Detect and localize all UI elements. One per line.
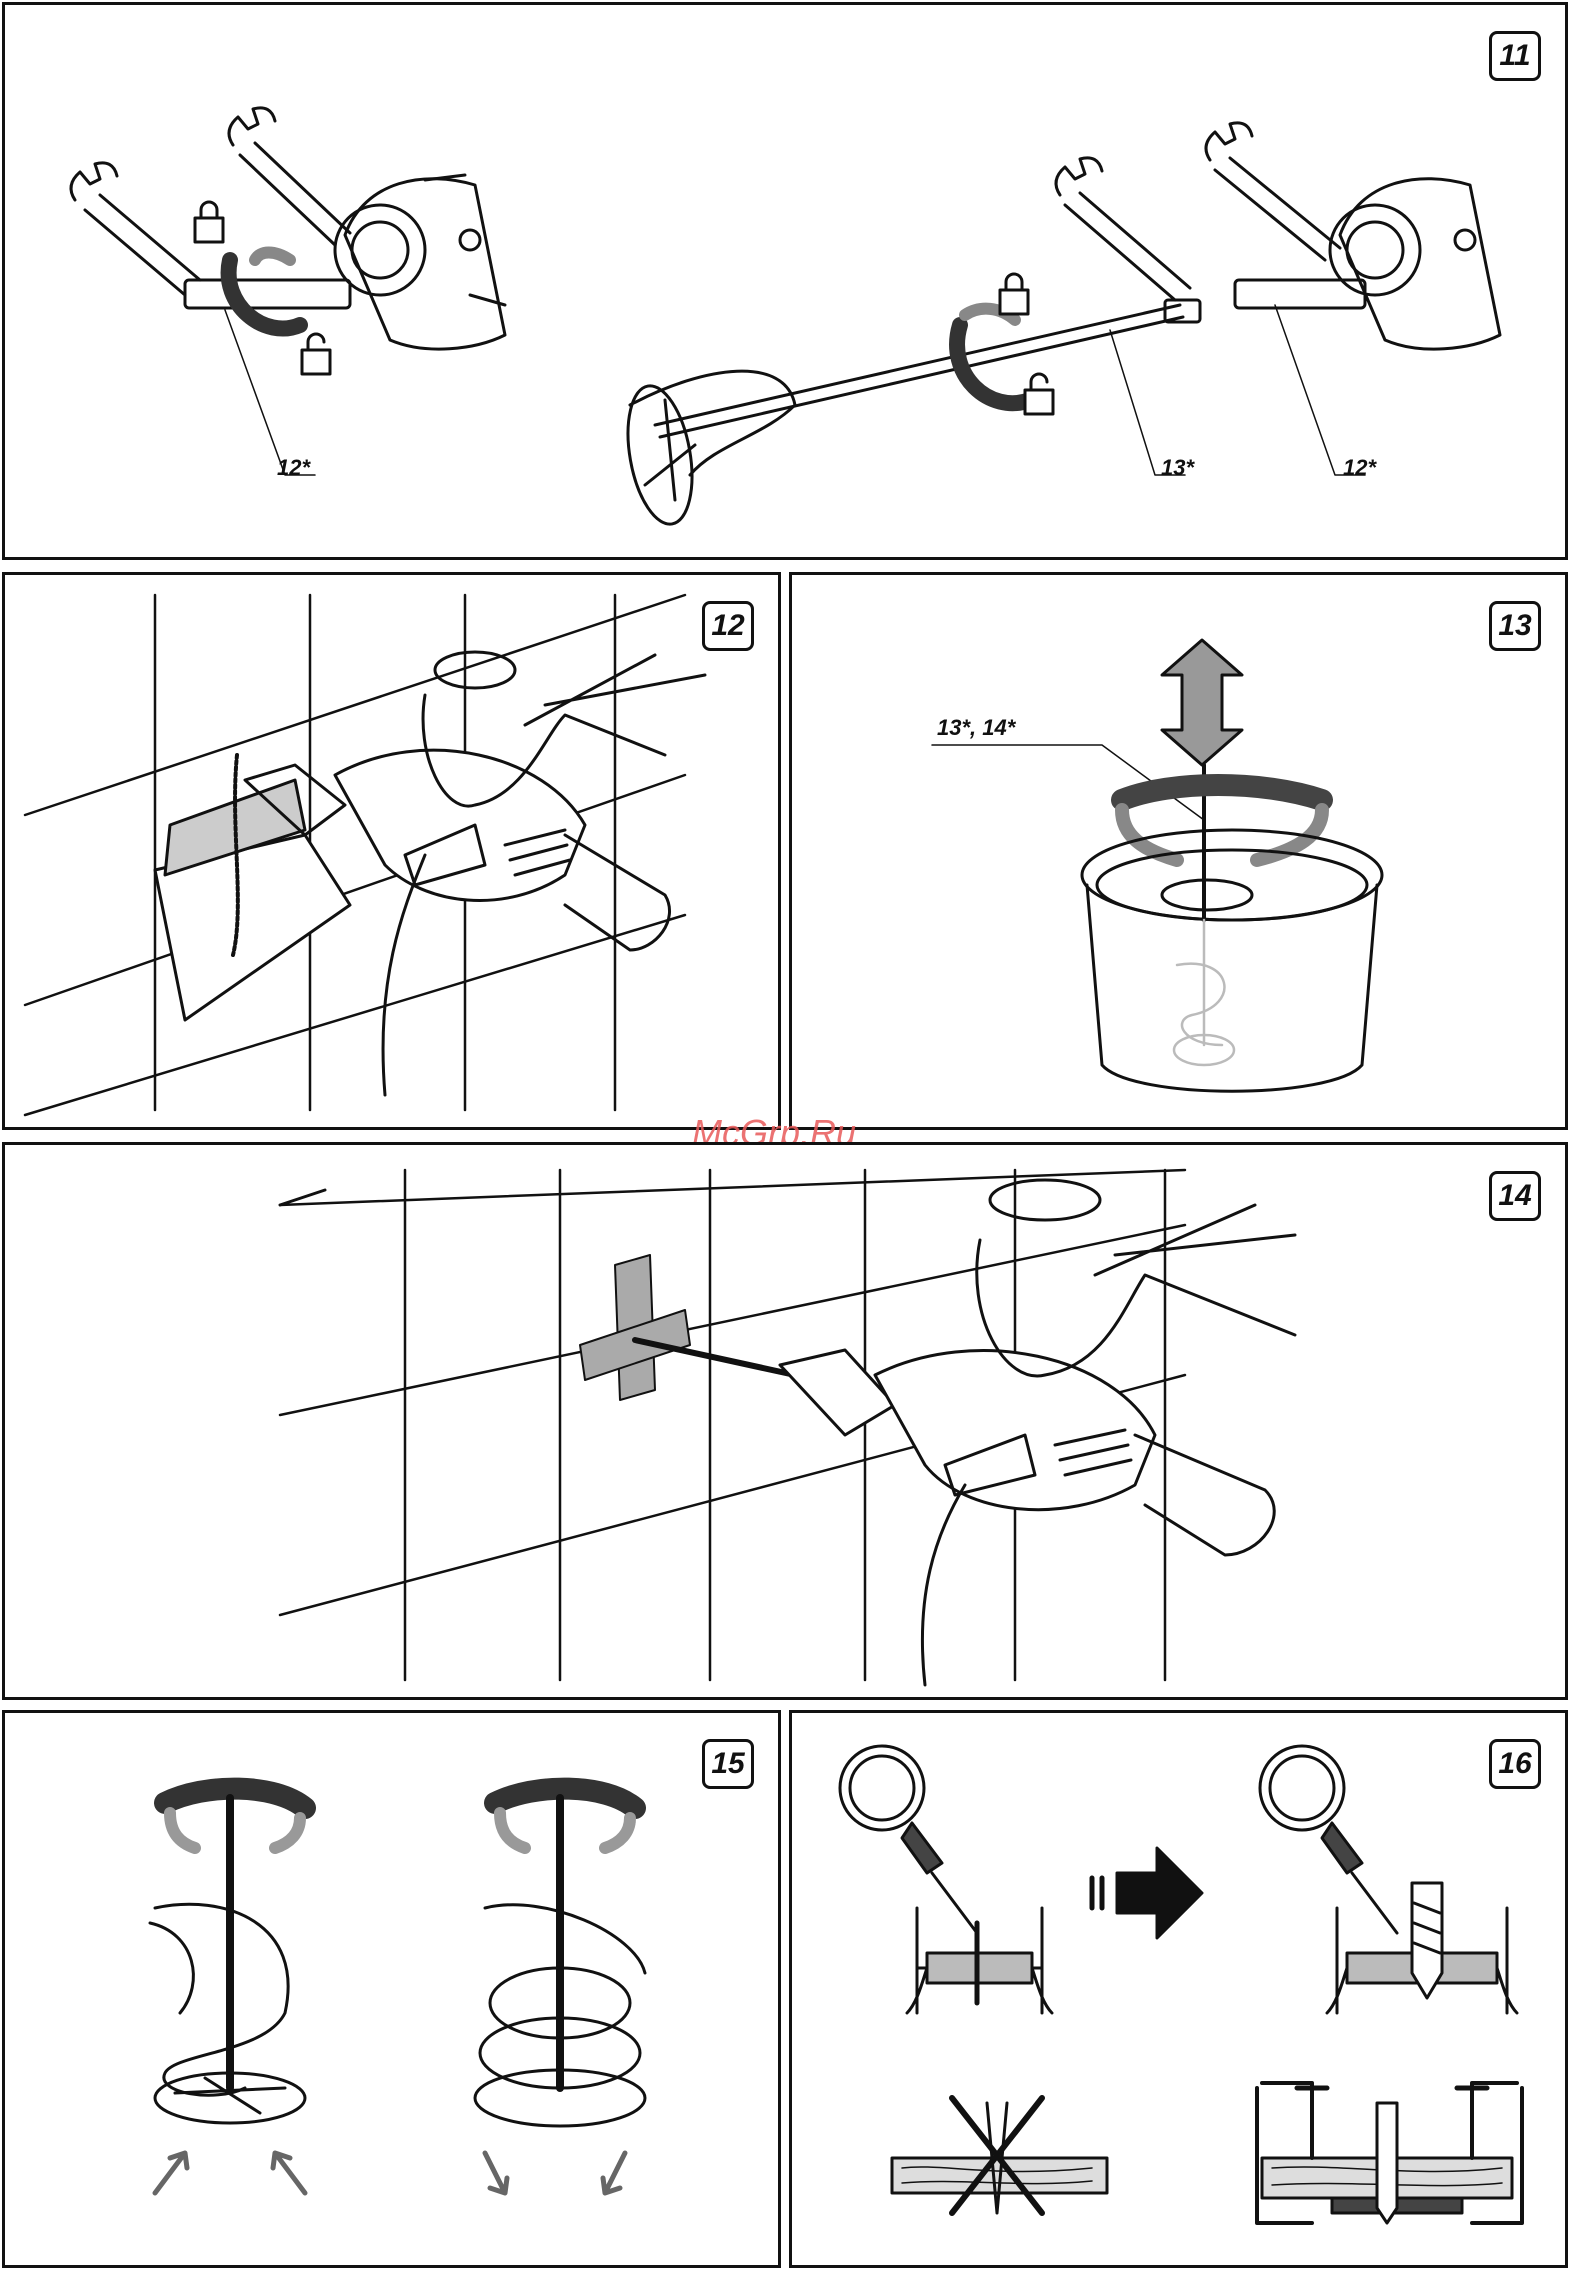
figure-12-illustration <box>5 575 784 1133</box>
wood-without-clamp-wrong <box>892 2098 1107 2213</box>
figure-11-illustration <box>5 5 1570 563</box>
figure-16-panel: 16 <box>789 1710 1568 2268</box>
figure-14-panel: 14 <box>2 1142 1568 1700</box>
figure-15-illustration <box>5 1713 784 2271</box>
bucket <box>1082 830 1382 1091</box>
label-12-left: 12* <box>277 455 310 481</box>
unlock-icon-left <box>302 334 330 374</box>
center-punch-right <box>1260 1746 1397 1933</box>
drill-body-right <box>1330 179 1500 349</box>
label-13-14: 13*, 14* <box>937 715 1015 741</box>
drill-body-left <box>335 175 505 349</box>
hand-glove <box>977 1180 1295 1376</box>
figure-11-panel: 11 <box>2 2 1568 560</box>
arrow-down-left <box>485 2153 507 2193</box>
figure-13-illustration <box>792 575 1570 1133</box>
drill-bit-right <box>1412 1883 1442 1998</box>
masking-tape-cross <box>580 1255 690 1400</box>
figure-14-illustration <box>5 1145 1570 1703</box>
arrow-down-right <box>603 2153 625 2193</box>
cross-mark-icon <box>952 2098 1042 2213</box>
label-12-right: 12* <box>1343 455 1376 481</box>
mixer-paddle-right <box>475 1789 645 2126</box>
drill-body <box>780 1350 1274 1685</box>
paddle-mixer <box>618 300 1200 529</box>
up-down-arrow-icon <box>1162 640 1242 765</box>
drill-bit <box>635 1340 795 1375</box>
wood-with-clamps-correct <box>1257 2083 1522 2223</box>
rotation-arrow-icon <box>1122 785 1322 800</box>
figure-15-panel: 15 <box>2 1710 781 2268</box>
figure-13-panel: 13 13*, <box>789 572 1568 1130</box>
label-13: 13* <box>1161 455 1194 481</box>
arrow-up-left-2 <box>273 2153 305 2193</box>
mixer-paddle-left <box>150 1789 305 2123</box>
adaptor-shaft-12-left <box>185 280 350 308</box>
lock-icon-left <box>195 202 223 242</box>
rotation-arrow-left <box>229 260 300 329</box>
arrow-up-left-1 <box>155 2153 187 2193</box>
lock-icon-middle <box>1000 274 1028 314</box>
unlock-icon-middle <box>1025 374 1053 414</box>
figure-12-panel: 12 <box>2 572 781 1130</box>
arrow-right-icon <box>1117 1848 1202 1938</box>
figure-16-illustration <box>792 1713 1570 2271</box>
center-punch-left <box>840 1746 977 1933</box>
